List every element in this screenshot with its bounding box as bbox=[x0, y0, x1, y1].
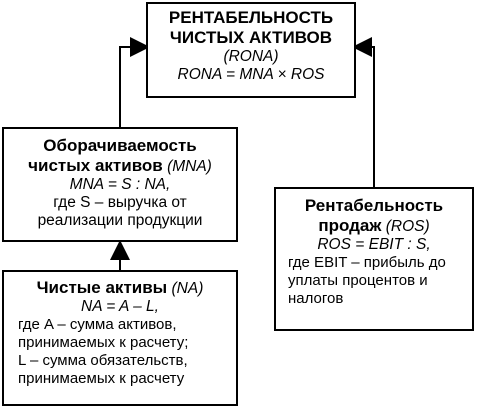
ros-def-line1: где EBIT – прибыль до bbox=[288, 254, 446, 271]
rona-abbr: (RONA) bbox=[223, 48, 279, 65]
ros-title-line1: Рентабельность bbox=[304, 196, 444, 215]
na-def-line4: принимаемых к расчету bbox=[18, 370, 185, 387]
ros-title-line2: продаж bbox=[318, 216, 382, 235]
mna-box: Оборачиваемость чистых активов (MNA) MNA… bbox=[2, 127, 238, 242]
ros-box: Рентабельность продаж (ROS) ROS = EBIT :… bbox=[274, 187, 474, 331]
rona-formula: RONA = MNA × ROS bbox=[177, 66, 325, 83]
na-formula: NA = A – L, bbox=[81, 298, 159, 315]
na-def-line2: принимаемых к расчету; bbox=[18, 334, 189, 351]
na-def-line1: где A – сумма активов, bbox=[18, 316, 177, 333]
mna-abbr: (MNA) bbox=[162, 158, 212, 175]
rona-title-line2: ЧИСТЫХ АКТИВОВ bbox=[169, 28, 333, 47]
ros-formula: ROS = EBIT : S, bbox=[317, 236, 431, 253]
mna-title-line1: Оборачиваемость bbox=[43, 136, 197, 155]
arrow-ros-to-rona bbox=[352, 37, 375, 187]
mna-formula: MNA = S : NA, bbox=[69, 176, 171, 193]
na-abbr: (NA) bbox=[167, 280, 204, 297]
na-title: Чистые активы bbox=[36, 278, 168, 297]
mna-def-line1: где S – выручка от bbox=[53, 194, 187, 211]
na-box: Чистые активы (NA) NA = A – L, где A – с… bbox=[2, 270, 238, 406]
rona-title-line1: РЕНТАБЕЛЬНОСТЬ bbox=[168, 8, 334, 27]
arrow-mna-to-rona bbox=[119, 37, 150, 127]
rona-box: РЕНТАБЕЛЬНОСТЬ ЧИСТЫХ АКТИВОВ (RONA) RON… bbox=[146, 2, 356, 98]
na-def-line3: L – сумма обязательств, bbox=[18, 352, 188, 369]
ros-abbr: (ROS) bbox=[381, 218, 430, 235]
ros-def-line2: уплаты процентов и bbox=[288, 272, 428, 289]
mna-title-line2: чистых активов bbox=[28, 156, 163, 175]
ros-def-line3: налогов bbox=[288, 290, 344, 307]
mna-def-line2: реализации продукции bbox=[37, 212, 203, 229]
